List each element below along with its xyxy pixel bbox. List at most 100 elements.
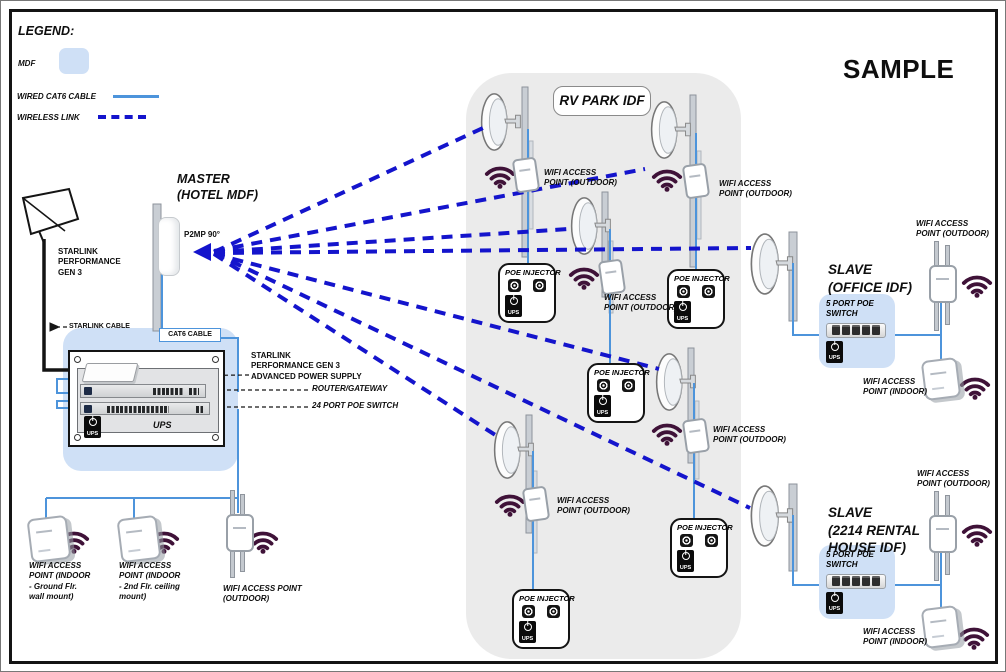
wifi-icon <box>961 524 993 547</box>
rv3-ap-label: WIFI ACCESS POINT (OUTDOOR) <box>604 293 677 313</box>
ups-text: UPS <box>86 430 99 437</box>
ap-antenna <box>945 245 950 267</box>
p2mp-hub-arrow <box>193 243 211 261</box>
office-idf-title: SLAVE (OFFICE IDF) <box>828 262 912 295</box>
power-icon <box>830 593 839 602</box>
wifi-icon <box>958 627 990 650</box>
router-annotation: ROUTER/GATEWAY <box>312 384 388 393</box>
outdoor-ap-hotel-label: WIFI ACCESS POINT (OUTDOOR) <box>223 584 302 604</box>
power-icon <box>678 303 687 311</box>
indoor-ap-2nd-floor <box>116 514 162 564</box>
ups-text: UPS <box>679 564 692 571</box>
poe-port-icon <box>677 285 690 298</box>
poe-port-icon <box>533 279 546 292</box>
ups-text: UPS <box>676 315 689 322</box>
poe-port-icon <box>680 534 693 547</box>
outdoor-ap-rv3 <box>597 258 627 296</box>
ups-text: UPS <box>521 635 534 642</box>
poe-ups: UPS <box>677 550 694 572</box>
router-gateway <box>80 384 206 398</box>
legend-wireless-line <box>98 115 146 119</box>
power-icon <box>523 623 532 631</box>
ups-text: UPS <box>828 606 841 613</box>
outdoor-ap-hotel <box>226 514 254 552</box>
switch-annotation: 24 PORT POE SWITCH <box>312 401 399 410</box>
master-title: MASTER (HOTEL MDF) <box>177 172 259 203</box>
indoor-ap-2nd-label: WIFI ACCESS POINT (INDOOR - 2nd Flr. cei… <box>119 561 181 602</box>
rack-screw <box>74 434 81 441</box>
power-icon <box>598 397 607 405</box>
office-switch-device <box>826 322 886 338</box>
rental-outdoor-ap <box>929 515 957 553</box>
starlink-dish-label: STARLINK PERFORMANCE GEN 3 <box>58 247 121 277</box>
starlink-cable-label: STARLINK CABLE <box>69 323 130 330</box>
office-ups: UPS <box>826 340 843 363</box>
poe-switch-24 <box>80 402 210 415</box>
power-icon <box>88 418 97 426</box>
ap-antenna <box>240 550 245 572</box>
legend-wired-line <box>113 95 159 98</box>
cat6-cable-label: CAT6 CABLE <box>159 328 221 342</box>
rental-ups: UPS <box>826 591 843 614</box>
ap-antenna <box>934 491 939 517</box>
dish-rental-icon <box>750 485 794 547</box>
poe-injector-5: POE INJECTOR UPS <box>512 589 575 649</box>
rental-idf-title: SLAVE (2214 RENTAL HOUSE IDF) <box>828 505 921 556</box>
sample-watermark: SAMPLE <box>843 54 955 84</box>
ups-text: UPS <box>596 409 609 416</box>
rv1-ap-label: WIFI ACCESS POINT (OUTDOOR) <box>544 168 617 188</box>
rack-screw <box>212 356 219 363</box>
starlink-power-supply <box>81 363 139 382</box>
poe-port-icon <box>522 605 535 618</box>
p2mp-label: P2MP 90° <box>184 230 220 239</box>
rental-switch-label: 5 PORT POE SWITCH <box>826 550 874 570</box>
ap-antenna <box>934 551 939 581</box>
office-outdoor-ap-label: WIFI ACCESS POINT (OUTDOOR) <box>916 219 989 239</box>
poe-injector-1: POE INJECTOR UPS <box>498 263 561 323</box>
outdoor-ap-rv4 <box>681 417 711 455</box>
router-ports <box>153 388 183 395</box>
power-icon <box>509 297 518 305</box>
poe-ups: UPS <box>505 295 522 317</box>
switch-ports <box>196 406 203 413</box>
rack-screw <box>74 356 81 363</box>
ap-antenna <box>934 301 939 331</box>
router-led <box>84 387 92 395</box>
poe-injector-label: POE INJECTOR <box>677 523 733 532</box>
power-icon <box>830 342 839 351</box>
office-poe-switch-box: 5 PORT POE SWITCH UPS <box>819 294 895 368</box>
rental-outdoor-ap-label: WIFI ACCESS POINT (OUTDOOR) <box>917 469 990 489</box>
legend-mdf-swatch <box>59 48 89 74</box>
poe-ups: UPS <box>519 621 536 643</box>
ap-antenna <box>945 551 950 575</box>
psu-annotation: STARLINK PERFORMANCE GEN 3 ADVANCED POWE… <box>251 351 362 381</box>
poe-port-icon <box>705 534 718 547</box>
office-indoor-ap-label: WIFI ACCESS POINT (INDOOR) <box>863 377 927 397</box>
legend-mdf-label: MDF <box>18 59 36 68</box>
legend-wired-label: WIRED CAT6 CABLE <box>17 92 96 101</box>
ups-annotation: UPS <box>153 420 172 430</box>
p2mp-antenna <box>158 217 180 276</box>
legend-title: LEGEND: <box>18 24 75 38</box>
indoor-ap-ground-label: WIFI ACCESS POINT (INDOOR - Ground Flr. … <box>29 561 91 602</box>
rv5-ap-label: WIFI ACCESS POINT (OUTDOOR) <box>557 496 630 516</box>
ap-antenna <box>945 495 950 517</box>
outdoor-ap-rv5 <box>521 485 551 523</box>
rental-poe-switch-box: 5 PORT POE SWITCH UPS <box>819 545 895 619</box>
poe-injector-label: POE INJECTOR <box>674 274 730 283</box>
office-outdoor-ap <box>929 265 957 303</box>
ups-text: UPS <box>828 355 841 362</box>
ap-antenna <box>230 550 235 578</box>
wifi-icon <box>961 275 993 298</box>
poe-injector-4: POE INJECTOR UPS <box>670 518 733 578</box>
rental-switch-device <box>826 573 886 589</box>
legend-wireless-label: WIRELESS LINK <box>17 113 80 122</box>
poe-port-icon <box>622 379 635 392</box>
outdoor-ap-rv2 <box>681 162 711 200</box>
rv-park-title: RV PARK IDF <box>553 86 651 116</box>
poe-injector-3: POE INJECTOR UPS <box>587 363 650 423</box>
ap-antenna <box>230 490 235 516</box>
poe-port-icon <box>597 379 610 392</box>
poe-ups: UPS <box>594 395 611 417</box>
